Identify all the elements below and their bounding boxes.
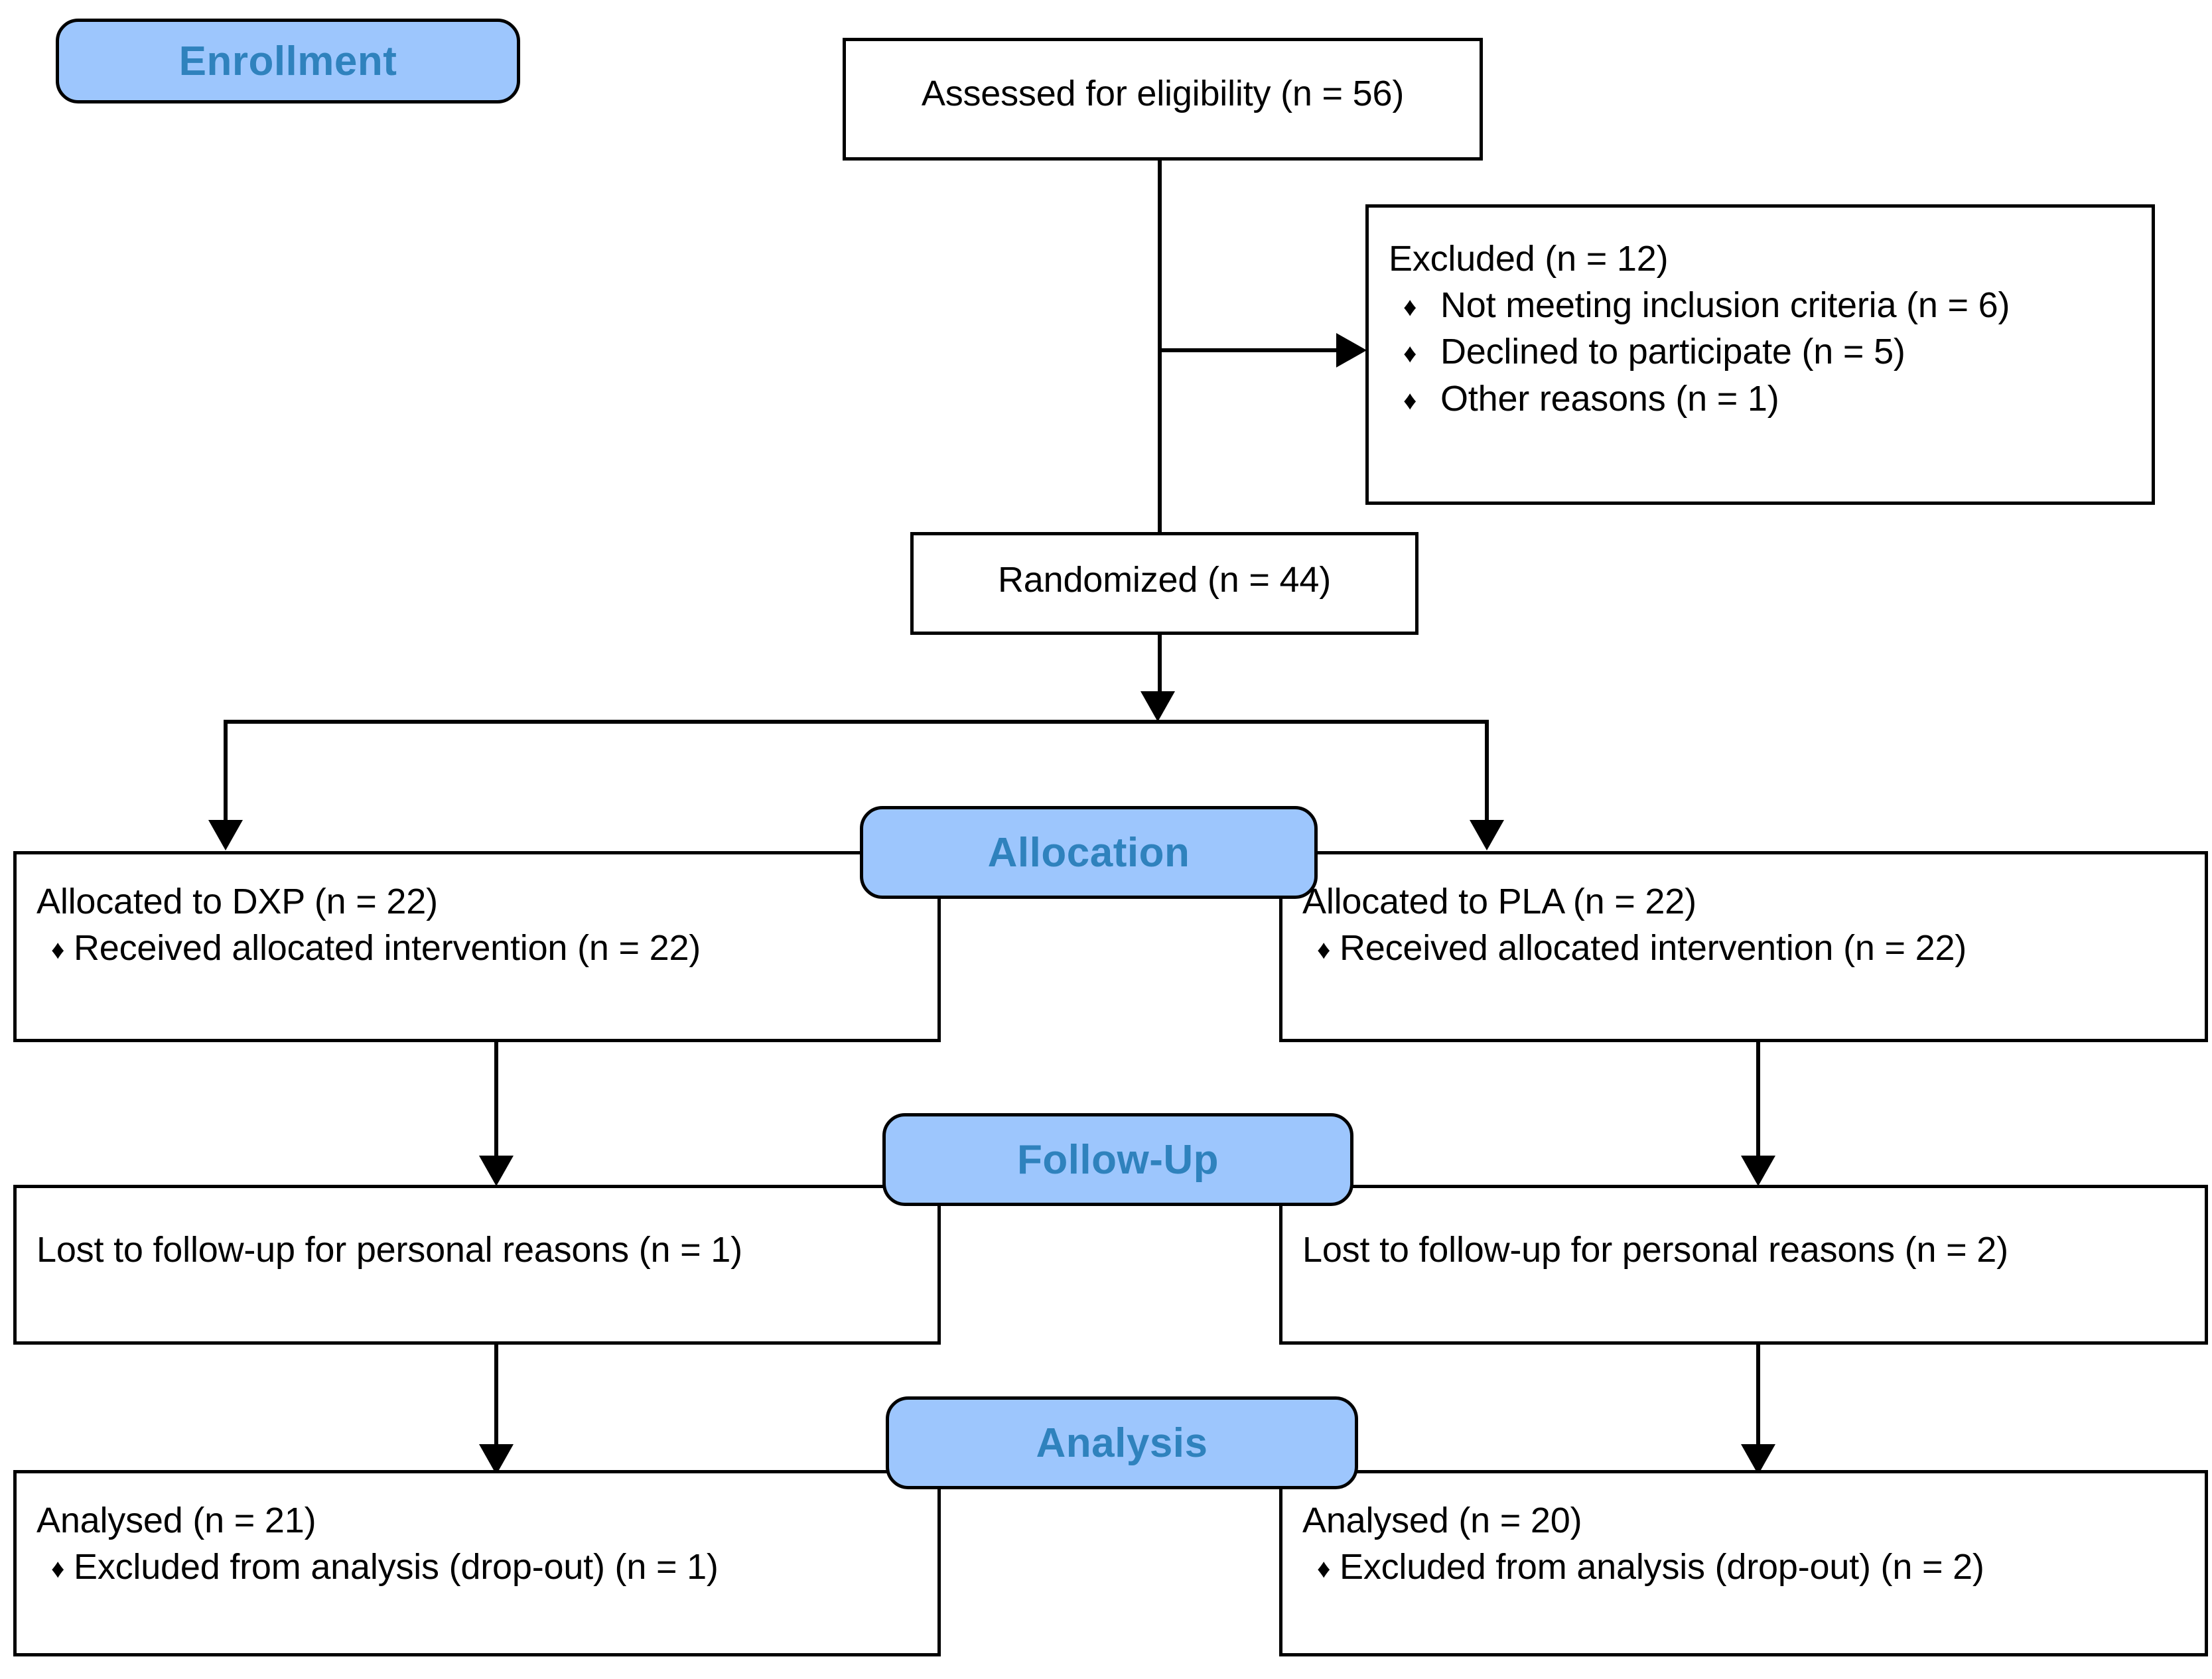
node-followup-pla: Lost to follow-up for personal reasons (…	[1279, 1185, 2208, 1345]
stage-label-enrollment: Enrollment	[56, 19, 520, 103]
connector-assessed-to-randomized	[1158, 161, 1162, 532]
arrowhead-analysis-right	[1741, 1444, 1775, 1475]
node-allocated-dxp: Allocated to DXP (n = 22) ♦ Received allo…	[13, 851, 941, 1042]
node-analysed-pla-heading: Analysed (n = 20)	[1302, 1501, 1582, 1540]
arrowhead-followup-right	[1741, 1156, 1775, 1186]
arrowhead-allocation-right	[1470, 820, 1504, 850]
diamond-bullet-icon: ♦	[1317, 935, 1331, 965]
connector-randomized-down	[1158, 635, 1162, 700]
node-followup-dxp: Lost to follow-up for personal reasons (…	[13, 1185, 941, 1345]
node-excluded-reason: ♦ Not meeting inclusion criteria (n = 6)	[1389, 282, 2136, 328]
arrowhead-allocation-left	[208, 820, 243, 850]
diamond-bullet-icon: ♦	[51, 1554, 65, 1584]
node-analysed-dxp: Analysed (n = 21) ♦ Excluded from analysi…	[13, 1470, 941, 1656]
connector-alloc-to-followup-left	[494, 1042, 498, 1172]
node-excluded-reason-text: Declined to participate (n = 5)	[1440, 332, 1905, 372]
node-assessed-for-eligibility: Assessed for eligibility (n = 56)	[843, 38, 1483, 161]
node-allocated-pla-detail-text: Received allocated intervention (n = 22)	[1340, 928, 1967, 969]
diamond-bullet-icon: ♦	[1403, 385, 1417, 415]
connector-to-excluded	[1158, 348, 1340, 352]
diamond-bullet-icon: ♦	[1317, 1554, 1331, 1584]
diamond-bullet-icon: ♦	[1403, 293, 1417, 322]
node-excluded-reason-text: Not meeting inclusion criteria (n = 6)	[1440, 285, 2010, 326]
node-allocated-dxp-detail: ♦ Received allocated intervention (n = 22…	[36, 925, 922, 971]
node-allocated-pla-detail: ♦ Received allocated intervention (n = 22…	[1302, 925, 2189, 971]
connector-followup-to-analysis-left	[494, 1345, 498, 1457]
node-excluded-reason: ♦ Declined to participate (n = 5)	[1389, 328, 2136, 375]
connector-split-left	[224, 720, 228, 829]
connector-split-right	[1485, 720, 1489, 829]
diamond-bullet-icon: ♦	[1403, 339, 1417, 369]
node-analysed-pla-detail-text: Excluded from analysis (drop-out) (n = 2…	[1340, 1547, 1984, 1587]
node-analysed-dxp-detail-text: Excluded from analysis (drop-out) (n = 1…	[74, 1547, 719, 1587]
stage-label-allocation-text: Allocation	[987, 829, 1190, 876]
stage-label-analysis-text: Analysis	[1036, 1420, 1208, 1466]
node-analysed-pla: Analysed (n = 20) ♦ Excluded from analysi…	[1279, 1470, 2208, 1656]
node-followup-dxp-text: Lost to follow-up for personal reasons (…	[36, 1230, 742, 1270]
node-excluded-reason: ♦ Other reasons (n = 1)	[1389, 375, 2136, 422]
arrowhead-randomized-split	[1141, 691, 1175, 722]
node-allocated-dxp-heading: Allocated to DXP (n = 22)	[36, 882, 438, 921]
node-analysed-dxp-heading: Analysed (n = 21)	[36, 1501, 316, 1540]
stage-label-allocation: Allocation	[860, 806, 1318, 899]
node-randomized-text: Randomized (n = 44)	[998, 560, 1331, 600]
stage-label-followup-text: Follow-Up	[1016, 1136, 1219, 1183]
stage-label-analysis: Analysis	[886, 1396, 1358, 1489]
connector-alloc-to-followup-right	[1756, 1042, 1760, 1172]
arrowhead-analysis-left	[479, 1444, 514, 1475]
node-excluded: Excluded (n = 12) ♦ Not meeting inclusion…	[1365, 204, 2155, 505]
stage-label-enrollment-text: Enrollment	[178, 38, 397, 84]
node-allocated-pla-heading: Allocated to PLA (n = 22)	[1302, 882, 1696, 921]
node-followup-pla-text: Lost to follow-up for personal reasons (…	[1302, 1230, 2008, 1270]
diamond-bullet-icon: ♦	[51, 935, 65, 965]
stage-label-followup: Follow-Up	[882, 1113, 1353, 1206]
node-excluded-heading: Excluded (n = 12)	[1389, 239, 1669, 279]
node-analysed-pla-detail: ♦ Excluded from analysis (drop-out) (n = …	[1302, 1544, 2189, 1590]
node-randomized: Randomized (n = 44)	[910, 532, 1418, 635]
node-allocated-dxp-detail-text: Received allocated intervention (n = 22)	[74, 928, 701, 969]
connector-followup-to-analysis-right	[1756, 1345, 1760, 1457]
arrowhead-to-excluded	[1336, 333, 1367, 368]
arrowhead-followup-left	[479, 1156, 514, 1186]
node-excluded-reason-text: Other reasons (n = 1)	[1440, 378, 1779, 419]
node-analysed-dxp-detail: ♦ Excluded from analysis (drop-out) (n = …	[36, 1544, 922, 1590]
node-assessed-text: Assessed for eligibility (n = 56)	[921, 74, 1405, 113]
connector-split-bar	[224, 720, 1489, 724]
node-allocated-pla: Allocated to PLA (n = 22) ♦ Received allo…	[1279, 851, 2208, 1042]
